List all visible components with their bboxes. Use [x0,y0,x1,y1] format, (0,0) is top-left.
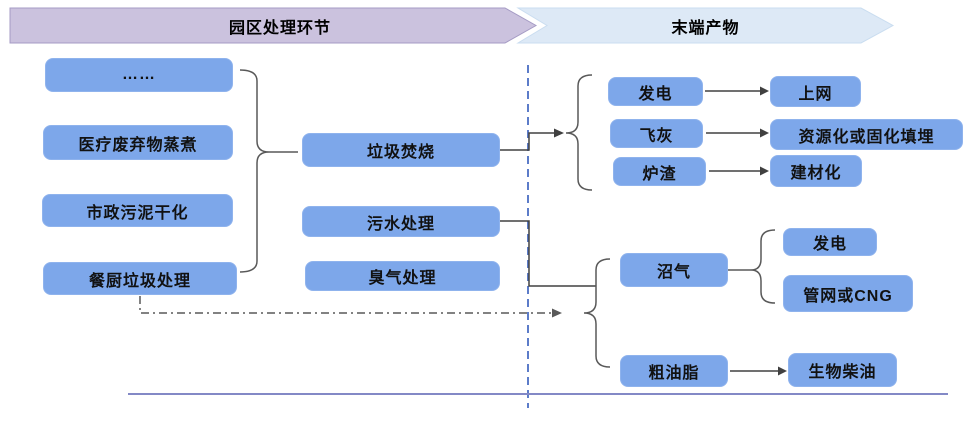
node-slag: 炉渣 [613,157,706,186]
arrowhead-slag-to-material [760,166,769,176]
process-banner-arrow [9,7,538,44]
node-flyash-landfill: 资源化或固化填埋 [770,119,963,150]
node-fly-ash: 飞灰 [610,119,703,148]
connector-sewage-to-biogas-group [500,220,596,287]
node-building-material: 建材化 [770,155,862,187]
node-odor-treatment: 臭气处理 [305,261,500,291]
node-kitchen-waste: 餐厨垃圾处理 [43,262,237,295]
brace-biogas-grease-group [583,258,611,368]
node-biogas-power: 发电 [783,228,877,256]
node-ellipsis: …… [45,58,233,92]
node-biogas: 沼气 [620,253,728,287]
brace-left-group [239,69,270,273]
node-power-generation: 发电 [608,77,703,106]
brace-biogas-outputs [750,229,776,304]
arrowhead-incineration [554,128,564,138]
node-municipal-sludge: 市政污泥干化 [42,194,233,227]
node-pipeline-cng: 管网或CNG [783,275,913,312]
products-banner-arrow [516,7,895,44]
connector-kitchen-dashdot [139,296,552,314]
brace-incineration-outputs [565,74,593,191]
node-sewage-treatment: 污水处理 [302,206,500,237]
node-incineration: 垃圾焚烧 [302,133,500,167]
node-crude-grease: 粗油脂 [620,355,728,387]
products-banner-label: 末端产物 [671,19,740,37]
arrowhead-kitchen-dashdot [552,308,562,318]
process-banner-label: 园区处理环节 [228,19,331,37]
arrowhead-power-to-grid [760,86,769,96]
node-biodiesel: 生物柴油 [788,353,897,387]
node-grid-connection: 上网 [770,76,861,107]
connector-incineration-to-outputs [500,132,554,151]
arrowhead-grease-to-biodiesel [778,366,787,376]
node-medical-waste: 医疗废弃物蒸煮 [43,125,233,160]
arrowhead-flyash-to-landfill [760,128,769,138]
